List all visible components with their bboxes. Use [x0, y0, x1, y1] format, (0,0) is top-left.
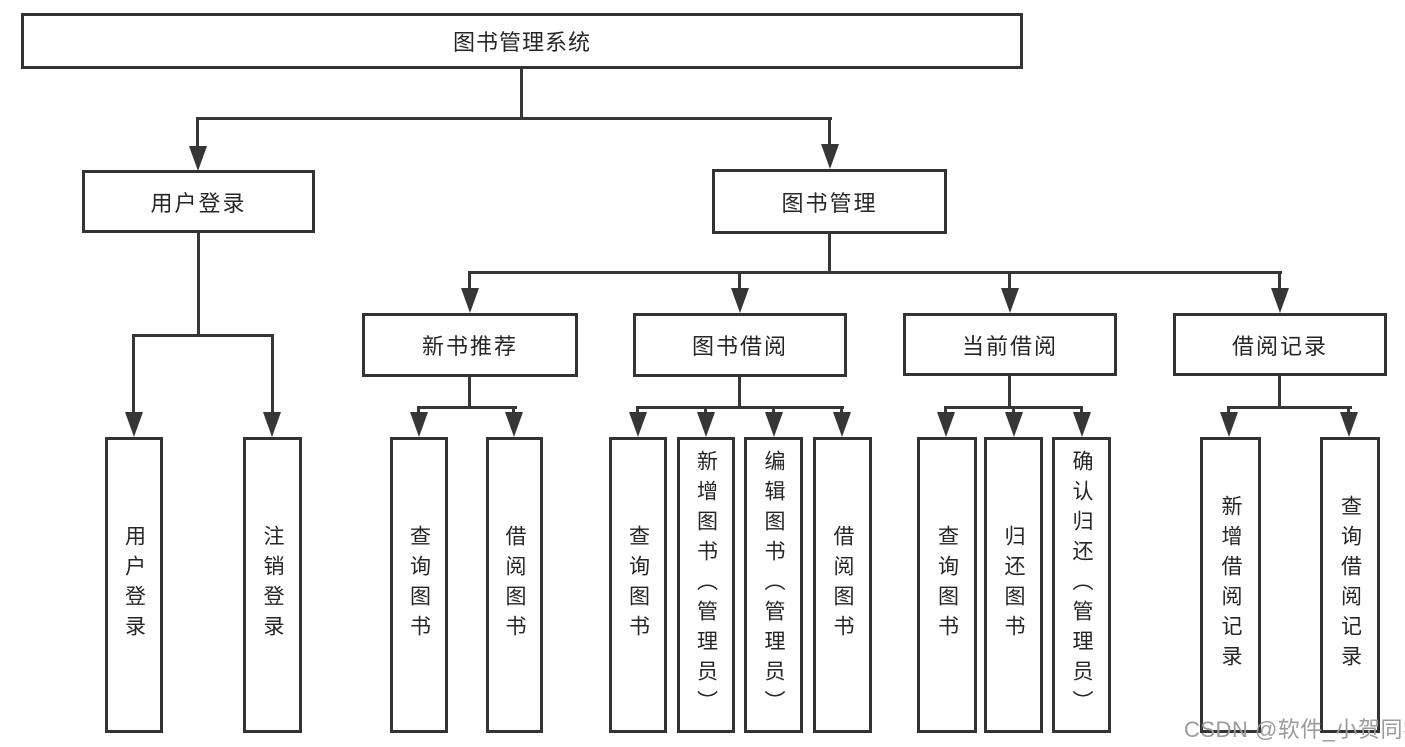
leaf-add-borrow-record-label: 新增借阅记录	[1219, 495, 1242, 675]
arrow-down-icon	[263, 412, 281, 437]
connector-line	[944, 406, 947, 414]
connector-line	[1012, 406, 1015, 414]
arrow-down-icon	[1001, 288, 1019, 313]
connector-line	[1080, 406, 1083, 414]
connector-line	[738, 271, 741, 290]
connector-line	[772, 406, 775, 414]
node-root-label: 图书管理系统	[452, 30, 591, 55]
connector-line	[636, 406, 639, 414]
arrow-down-icon	[697, 412, 715, 437]
leaf-return-books: 归还图书	[984, 437, 1043, 733]
arrow-down-icon	[410, 412, 428, 437]
connector-line	[1228, 406, 1352, 409]
leaf-borrow-books-recommend: 借阅图书	[486, 437, 543, 733]
connector-line	[512, 406, 515, 414]
node-book-borrowing-label: 图书借阅	[691, 334, 788, 359]
node-book-management-label: 图书管理	[781, 190, 878, 216]
leaf-query-books-borrowing: 查询图书	[609, 437, 667, 733]
connector-line	[738, 377, 741, 408]
arrow-down-icon	[189, 146, 207, 171]
connector-line	[1347, 406, 1350, 414]
arrow-down-icon	[765, 412, 783, 437]
connector-line	[1278, 376, 1281, 408]
leaf-add-borrow-record: 新增借阅记录	[1200, 437, 1261, 733]
leaf-confirm-return-admin: 确认归还（管理员）	[1052, 437, 1111, 733]
connector-line	[197, 117, 832, 120]
node-current-borrowing: 当前借阅	[903, 313, 1117, 376]
arrow-down-icon	[1271, 288, 1289, 313]
leaf-add-book-admin-label: 新增图书（管理员）	[694, 450, 718, 720]
leaf-query-borrow-record: 查询借阅记录	[1320, 437, 1380, 733]
connector-line	[468, 377, 471, 408]
leaf-logout: 注销登录	[243, 437, 302, 733]
leaf-add-book-admin: 新增图书（管理员）	[677, 437, 735, 733]
connector-line	[1278, 271, 1281, 290]
leaf-query-books-recommend: 查询图书	[390, 437, 448, 733]
node-borrowing-records-label: 借阅记录	[1231, 333, 1328, 359]
connector-line	[197, 233, 200, 336]
leaf-user-login-label: 用户登录	[122, 525, 146, 645]
leaf-borrow-books-recommend-label: 借阅图书	[503, 525, 526, 645]
connector-line	[840, 406, 843, 414]
arrow-down-icon	[505, 412, 523, 437]
leaf-edit-book-admin: 编辑图书（管理员）	[744, 437, 803, 733]
node-current-borrowing-label: 当前借阅	[961, 333, 1058, 359]
arrow-down-icon	[937, 412, 955, 437]
leaf-query-books-current: 查询图书	[917, 437, 977, 733]
arrow-down-icon	[629, 412, 647, 437]
connector-line	[828, 234, 831, 274]
connector-line	[1008, 376, 1011, 408]
connector-line	[417, 406, 420, 414]
node-borrowing-records: 借阅记录	[1173, 313, 1387, 376]
node-root: 图书管理系统	[21, 13, 1023, 69]
node-new-book-recommend-label: 新书推荐	[421, 334, 518, 359]
arrow-down-icon	[821, 144, 839, 169]
connector-line	[704, 406, 707, 414]
connector-line	[1227, 406, 1230, 414]
leaf-query-books-recommend-label: 查询图书	[407, 525, 431, 645]
arrow-down-icon	[731, 288, 749, 313]
leaf-user-login: 用户登录	[105, 437, 163, 733]
arrow-down-icon	[1005, 412, 1023, 437]
arrow-down-icon	[833, 412, 851, 437]
leaf-borrow-books-borrowing-label: 借阅图书	[831, 525, 854, 645]
connector-line	[132, 334, 135, 413]
connector-line	[1008, 271, 1011, 290]
node-book-management: 图书管理	[712, 169, 947, 234]
connector-line	[637, 406, 844, 409]
arrow-down-icon	[1220, 412, 1238, 437]
arrow-down-icon	[125, 412, 143, 437]
leaf-query-books-current-label: 查询图书	[935, 525, 959, 645]
connector-line	[196, 117, 199, 147]
leaf-confirm-return-admin-label: 确认归还（管理员）	[1070, 450, 1093, 720]
node-book-borrowing: 图书借阅	[633, 313, 847, 377]
connector-line	[828, 117, 831, 146]
leaf-borrow-books-borrowing: 借阅图书	[813, 437, 872, 733]
leaf-query-borrow-record-label: 查询借阅记录	[1338, 495, 1362, 675]
node-new-book-recommend: 新书推荐	[362, 313, 578, 377]
arrow-down-icon	[1073, 412, 1091, 437]
connector-line	[271, 334, 274, 413]
node-user-login: 用户登录	[82, 170, 315, 233]
leaf-logout-label: 注销登录	[261, 525, 284, 645]
connector-line	[418, 406, 517, 409]
node-user-login-label: 用户登录	[150, 190, 247, 216]
connector-line	[520, 69, 523, 118]
leaf-query-books-borrowing-label: 查询图书	[626, 525, 650, 645]
leaf-edit-book-admin-label: 编辑图书（管理员）	[762, 450, 785, 720]
arrow-down-icon	[1340, 412, 1358, 437]
watermark: CSDN @软件_小贺同学	[1184, 717, 1405, 742]
leaf-return-books-label: 归还图书	[1002, 525, 1025, 645]
arrow-down-icon	[461, 288, 479, 313]
connector-line	[133, 334, 274, 337]
connector-line	[469, 271, 1282, 274]
connector-line	[468, 271, 471, 290]
